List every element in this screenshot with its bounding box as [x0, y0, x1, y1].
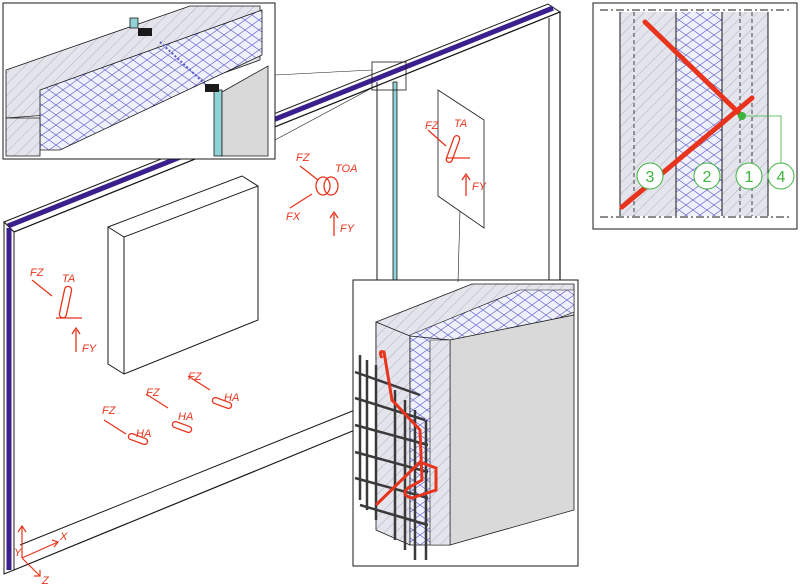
label-fz-plane: FZ: [425, 120, 440, 132]
anchor-ta-plane: [427, 129, 471, 196]
window-opening: [107, 175, 259, 375]
label-fy-toa: FY: [340, 223, 355, 235]
label-toa: TOA: [335, 163, 357, 175]
label-fz-toa: FZ: [296, 152, 311, 164]
label-ha-2: HA: [178, 411, 193, 423]
anchor-diagonal-b: [619, 95, 755, 210]
wall-top-purple: [7, 5, 554, 229]
label-fx-toa: FX: [286, 211, 301, 223]
anchor-ha-group: [103, 375, 233, 446]
label-fz-ha-1: FZ: [102, 405, 117, 417]
callout-2: 2: [693, 162, 721, 190]
inset-leader-1: [274, 69, 373, 76]
anchor-bar-3d: [374, 350, 438, 507]
panel-joint-seal: [392, 81, 398, 283]
anchor-diagonal-a: [642, 19, 745, 119]
svg-text:1: 1: [745, 169, 754, 186]
label-ta-wall: TA: [62, 273, 75, 285]
label-fy-plane: FY: [472, 181, 487, 193]
wall-panel: [3, 3, 562, 575]
label-ha-1: HA: [136, 428, 151, 440]
anchor-3d-detail: [352, 279, 579, 567]
svg-text:3: 3: [646, 169, 655, 186]
joint-detail-inset: [2, 2, 276, 160]
label-ta-plane: TA: [454, 118, 467, 130]
callout-3: 3: [636, 162, 664, 190]
anchor-ta-wall: [31, 279, 82, 352]
callout-4: 4: [767, 162, 795, 190]
label-fz-ta-wall: FZ: [30, 267, 45, 279]
axis-z-label: Z: [41, 575, 50, 587]
axis-triad: [17, 524, 60, 577]
anchor-toa: [289, 165, 339, 236]
label-ha-3: HA: [224, 392, 239, 404]
inset-target-box: [371, 61, 407, 91]
label-fz-ha-3: FZ: [188, 371, 203, 383]
wall-bottom-edge-2: [19, 409, 356, 546]
inset-leader-2: [274, 87, 373, 141]
detail-leader: [457, 209, 461, 283]
label-fz-ha-2: FZ: [146, 387, 161, 399]
callout-4-leader: [742, 115, 782, 166]
label-fy-ta-wall: FY: [82, 343, 97, 355]
axis-x-label: X: [59, 531, 68, 543]
callout-1: 1: [735, 162, 763, 190]
axis-y-label: Y: [14, 547, 22, 559]
svg-text:2: 2: [703, 169, 712, 186]
wall-bottom-edge: [13, 429, 356, 571]
section-detail: 3 2 1 4: [592, 2, 798, 230]
ta-plane: [437, 89, 485, 229]
svg-text:4: 4: [777, 169, 786, 186]
